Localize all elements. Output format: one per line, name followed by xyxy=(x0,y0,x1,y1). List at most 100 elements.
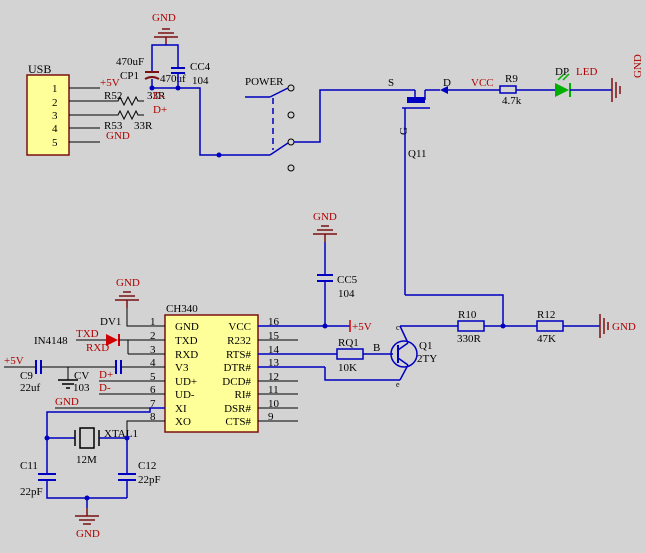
ch340-left-pin-num: 3 xyxy=(150,344,156,356)
c9-net: +5V xyxy=(4,355,24,367)
dv1-gnd-label: GND xyxy=(116,277,140,289)
ch340-right-pin-name: RI# xyxy=(235,389,252,401)
cv-value: 103 xyxy=(73,382,90,394)
resistor-rq1: RQ1 10K B xyxy=(336,337,393,374)
wire-5v-to-switch xyxy=(152,87,270,156)
rq1-value: 10K xyxy=(338,362,357,374)
q11-s: S xyxy=(388,77,394,89)
ch340-title: CH340 xyxy=(166,303,198,315)
ch340-right-pin-name: VCC xyxy=(228,321,251,333)
r53-value: 33R xyxy=(134,120,153,132)
q1-type: 2TY xyxy=(417,353,437,365)
q11-g: G xyxy=(398,127,410,135)
ch340-left-pin-name: XI xyxy=(175,403,187,415)
dminus-net: D- xyxy=(99,382,111,394)
led-gnd: GND xyxy=(632,54,644,78)
rq1-ref: RQ1 xyxy=(338,337,359,349)
r12-ref: R12 xyxy=(537,309,555,321)
ch340-left-pin-name: XO xyxy=(175,416,191,428)
r12-value: 47K xyxy=(537,333,556,345)
dplus-net: D+ xyxy=(99,369,113,381)
capacitor-c12: C12 22pF xyxy=(118,438,161,498)
ch340-right-pin-name: RTS# xyxy=(226,349,252,361)
resistor-r12: R12 47K GND xyxy=(536,309,636,345)
r53-net: D+ xyxy=(153,104,167,116)
ch340-5v-net: +5V xyxy=(352,321,372,333)
rxd-net: RXD xyxy=(86,342,109,354)
ch340-right-pin-num: 10 xyxy=(268,398,280,410)
ch340-right-pin-num: 9 xyxy=(268,411,274,423)
resistor-r53: R53 33R D+ xyxy=(104,104,167,132)
xtal-value: 12M xyxy=(76,454,97,466)
c12-ref: C12 xyxy=(138,460,156,472)
vcc-net: VCC xyxy=(471,77,494,89)
capacitor-c11: C11 22pF xyxy=(20,438,127,499)
capacitor-cc4: CC4 104 xyxy=(166,44,211,88)
c9-value: 22uf xyxy=(20,382,41,394)
usb-label: USB xyxy=(28,62,51,76)
power-switch: POWER xyxy=(245,76,398,172)
resistor-r10: R10 330R xyxy=(457,309,537,345)
resistor-r9: R9 4.7k xyxy=(497,73,555,107)
dv1-ref: DV1 xyxy=(100,316,121,328)
r12-gnd: GND xyxy=(612,321,636,333)
ch340-left-pin-name: RXD xyxy=(175,349,198,361)
r9-ref: R9 xyxy=(505,73,518,85)
usb-pin-3: 3 xyxy=(52,110,58,122)
c9-ref: C9 xyxy=(20,370,33,382)
c11-ref: C11 xyxy=(20,460,38,472)
cp1-ref: CP1 xyxy=(120,70,139,82)
crystal-xtal1: XTAL1 12M xyxy=(44,407,165,466)
usb-pin-4: 4 xyxy=(52,123,58,135)
wire-gate-feedback xyxy=(405,294,504,326)
top-gnd-symbol: GND xyxy=(152,12,179,46)
ch340-right-pin-num: 15 xyxy=(268,330,280,342)
r10-ref: R10 xyxy=(458,309,477,321)
r10-value: 330R xyxy=(457,333,482,345)
ch340-right-pin-num: 13 xyxy=(268,357,280,369)
bottom-gnd-label: GND xyxy=(76,528,100,540)
ch340-right-pin-num: 16 xyxy=(268,316,280,328)
svg-text:e: e xyxy=(396,380,400,389)
usb-gnd-net: GND xyxy=(106,130,130,142)
ch340-right-pin-num: 14 xyxy=(268,344,280,356)
ch340-right-pin-name: R232 xyxy=(227,335,251,347)
r52-ref: R52 xyxy=(104,90,122,102)
c12-value: 22pF xyxy=(138,474,161,486)
usb-pin-5: 5 xyxy=(52,137,58,149)
svg-text:c: c xyxy=(396,323,400,332)
led-ref: DP xyxy=(555,66,569,78)
cc5-ref: CC5 xyxy=(337,274,358,286)
txd-net: TXD xyxy=(76,328,99,340)
ch340-left-pin-num: 6 xyxy=(150,384,156,396)
transistor-q1: Q1 2TY c e xyxy=(390,323,437,389)
ch340-left-pin-num: 4 xyxy=(150,357,156,369)
ch340-left-pin-name: UD+ xyxy=(175,376,197,388)
q11-d: D xyxy=(443,77,451,89)
left-gnd-net: GND xyxy=(55,396,79,408)
resistor-r52: R52 33R D- xyxy=(104,90,166,107)
ch340-left-pin-name: GND xyxy=(175,321,199,333)
cp1-overlay: 470uf xyxy=(160,73,186,85)
rq1-b: B xyxy=(373,342,380,354)
cp1-value: 470uF xyxy=(116,56,144,68)
capacitor-c9: +5V C9 22uf xyxy=(4,355,116,394)
ch340-left-pin-num: 5 xyxy=(150,371,156,383)
q11-ref: Q11 xyxy=(408,148,427,160)
usb-pin-2: 2 xyxy=(52,97,58,109)
r52-net: D- xyxy=(153,90,165,102)
ch340-left-pin-num: 7 xyxy=(150,398,156,410)
ch340-right-pin-name: DSR# xyxy=(224,403,251,415)
ch340-right-pin-name: DCD# xyxy=(222,376,251,388)
r53-ref: R53 xyxy=(104,120,123,132)
led-dp: DP LED GND xyxy=(555,54,644,102)
cc4-value: 104 xyxy=(192,75,209,87)
led-label: LED xyxy=(576,66,597,78)
cc5-value: 104 xyxy=(338,288,355,300)
cc5-gnd: GND xyxy=(313,211,337,223)
power-label: POWER xyxy=(245,76,284,88)
cc4-ref: CC4 xyxy=(190,61,211,73)
q1-ref: Q1 xyxy=(419,340,432,352)
